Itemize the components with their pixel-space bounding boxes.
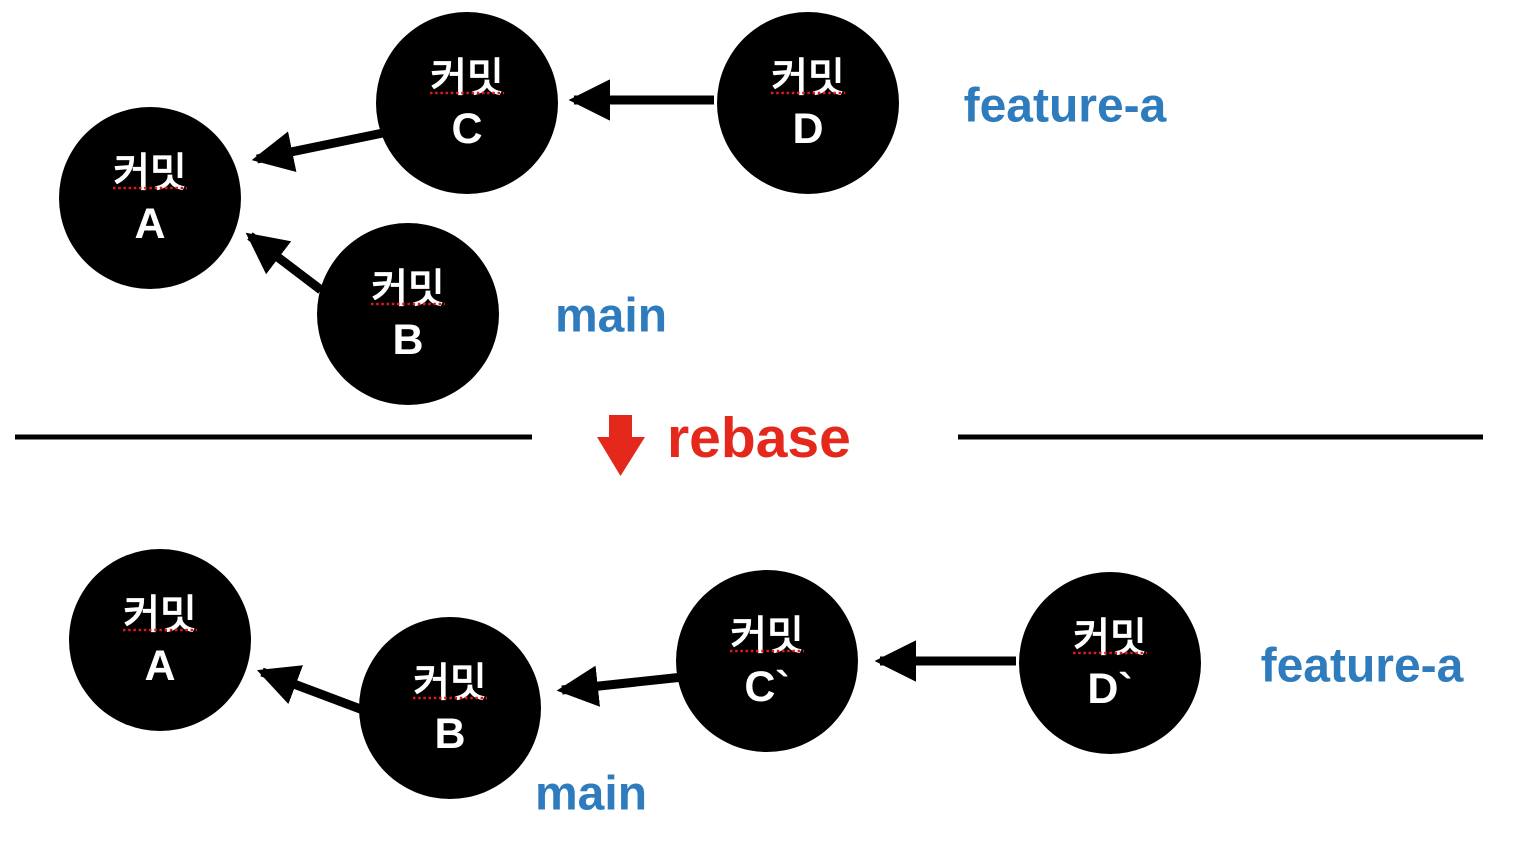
- branch-label-feature-a-bottom: feature-a: [1261, 640, 1464, 693]
- commit-node-bottom-d-prime: 커밋 D`: [1019, 572, 1201, 754]
- rebase-down-arrow-icon: [597, 415, 645, 476]
- commit-node-top-d: 커밋 D: [717, 12, 899, 194]
- commit-circle: [376, 12, 558, 194]
- commit-node-bottom-c-prime: 커밋 C`: [676, 570, 858, 752]
- commit-node-bottom-a: 커밋 A: [69, 549, 251, 731]
- commit-letter: C`: [744, 663, 789, 711]
- arrow-b-to-a-bottom: [256, 665, 365, 715]
- commit-node-top-a: 커밋 A: [59, 107, 241, 289]
- commit-letter: C: [451, 105, 482, 153]
- commit-letter: A: [144, 642, 175, 690]
- arrow-c-to-a: [251, 128, 384, 172]
- commit-node-top-b: 커밋 B: [317, 223, 499, 405]
- commit-circle: [1019, 572, 1201, 754]
- commit-node-top-c: 커밋 C: [376, 12, 558, 194]
- commit-circle: [59, 107, 241, 289]
- arrow-cprime-to-b: [556, 665, 684, 707]
- commit-circle: [676, 570, 858, 752]
- commit-circle: [69, 549, 251, 731]
- commit-letter: B: [392, 316, 423, 364]
- commit-letter: B: [434, 710, 465, 758]
- commit-circle: [359, 617, 541, 799]
- rebase-label: rebase: [667, 406, 851, 470]
- commit-letter: D: [792, 105, 823, 153]
- branch-label-feature-a-top: feature-a: [964, 80, 1167, 133]
- commit-circle: [717, 12, 899, 194]
- branch-label-main-top: main: [555, 290, 667, 343]
- branch-label-main-bottom: main: [535, 768, 647, 821]
- commit-letter: A: [134, 200, 165, 248]
- commit-circle: [317, 223, 499, 405]
- arrow-b-to-a: [245, 232, 324, 294]
- commit-letter: D`: [1087, 665, 1132, 713]
- commit-node-bottom-b: 커밋 B: [359, 617, 541, 799]
